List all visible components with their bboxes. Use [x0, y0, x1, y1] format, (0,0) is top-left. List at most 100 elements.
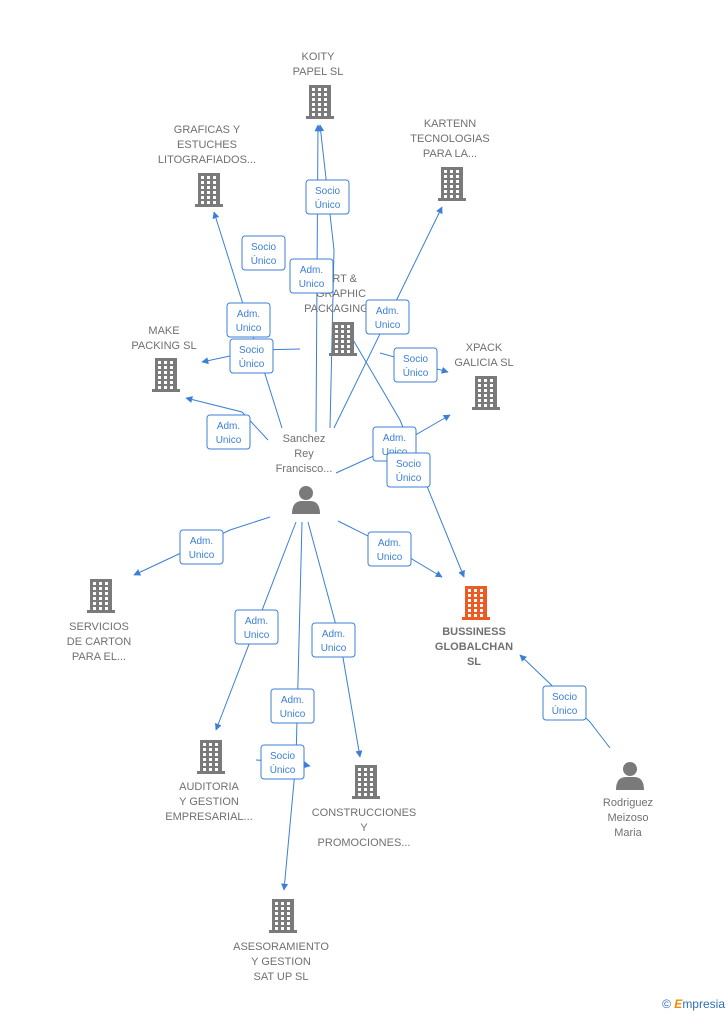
- node-label-graficas: LITOGRAFIADOS...: [158, 154, 256, 166]
- node-label-servicios: DE CARTON: [67, 636, 131, 648]
- building-icon[interactable]: [352, 765, 380, 799]
- relation-edge-8: [351, 337, 465, 578]
- node-label-kartenn: KARTENN: [424, 118, 476, 130]
- relation-badge[interactable]: Adm. Unico: [206, 414, 251, 450]
- badge-label: Socio: [396, 459, 421, 470]
- node-label-bussiness: GLOBALCHAN: [435, 641, 513, 653]
- node-label-graficas: GRAFICAS Y: [174, 124, 241, 136]
- node-label-asesoramiento: Y GESTION: [251, 956, 311, 968]
- relation-badge[interactable]: Adm. Unico: [289, 258, 334, 294]
- badge-label: Único: [270, 763, 296, 776]
- badge-label: Unico: [299, 279, 325, 290]
- badge-label: Adm.: [322, 629, 345, 640]
- node-label-make: PACKING SL: [131, 340, 196, 352]
- node-label-kartenn: PARA LA...: [423, 148, 477, 160]
- building-icon[interactable]: [269, 899, 297, 933]
- node-label-xpack: XPACK: [466, 342, 503, 354]
- relation-badge[interactable]: Adm. Unico: [270, 688, 315, 724]
- badge-label: Socio: [251, 242, 276, 253]
- building-icon[interactable]: [306, 85, 334, 119]
- building-icon[interactable]: [195, 173, 223, 207]
- relation-badge[interactable]: Adm.Unico: [179, 529, 224, 565]
- node-label-servicios: SERVICIOS: [69, 621, 129, 633]
- relation-edge-1: [317, 124, 335, 429]
- node-construcciones[interactable]: CONSTRUCCIONESYPROMOCIONES...: [312, 765, 417, 849]
- node-label-servicios: PARA EL...: [72, 651, 126, 663]
- node-label-kartenn: TECNOLOGIAS: [410, 133, 489, 145]
- building-icon[interactable]: [87, 579, 115, 613]
- node-label-graficas: ESTUCHES: [177, 139, 237, 151]
- badge-label: Socio: [315, 186, 340, 197]
- node-label-make: MAKE: [148, 325, 179, 337]
- node-label-sanchez: Rey: [294, 448, 314, 460]
- badge-label: Único: [239, 357, 265, 370]
- node-servicios[interactable]: SERVICIOS DE CARTON PARA EL...: [67, 579, 131, 663]
- badge-label: Socio: [270, 751, 295, 762]
- badge-label: Único: [251, 254, 277, 267]
- node-kartenn[interactable]: KARTENN TECNOLOGIAS PARA LA...: [410, 118, 490, 201]
- building-icon[interactable]: [197, 740, 225, 774]
- node-label-art: PACKAGING...: [304, 303, 378, 315]
- badge-label: Unico: [216, 435, 242, 446]
- badge-label: Único: [552, 704, 578, 717]
- copyright-symbol: ©: [662, 997, 671, 1011]
- person-icon[interactable]: [292, 486, 320, 514]
- relation-badge[interactable]: Adm.Unico: [367, 531, 412, 567]
- building-icon[interactable]: [438, 167, 466, 201]
- node-koity[interactable]: KOITY PAPEL SL: [293, 51, 344, 119]
- relation-badge[interactable]: Adm.Unico: [311, 622, 356, 658]
- node-label-koity: PAPEL SL: [293, 66, 344, 78]
- badge-label: Adm.: [300, 265, 323, 276]
- building-icon[interactable]: [329, 322, 357, 356]
- building-icon[interactable]: [462, 586, 490, 620]
- node-label-sanchez: Francisco...: [276, 463, 333, 475]
- node-graficas[interactable]: GRAFICAS Y ESTUCHES LITOGRAFIADOS...: [158, 124, 256, 207]
- badge-label: Único: [403, 366, 429, 379]
- badge-label: Socio: [403, 354, 428, 365]
- badge-label: Adm.: [217, 421, 240, 432]
- node-label-koity: KOITY: [301, 51, 335, 63]
- badge-label: Adm.: [376, 306, 399, 317]
- node-sanchez[interactable]: SanchezReyFrancisco...: [276, 433, 333, 514]
- node-label-construcciones: CONSTRUCCIONES: [312, 807, 417, 819]
- empresia-logo: © Empresia: [662, 997, 725, 1011]
- badge-label: Adm.: [383, 433, 406, 444]
- badge-label: Unico: [280, 709, 306, 720]
- person-icon[interactable]: [616, 762, 644, 790]
- relation-edge-5: [185, 396, 269, 441]
- relation-badge[interactable]: Adm. Unico: [365, 299, 410, 335]
- node-label-asesoramiento: SAT UP SL: [253, 971, 308, 983]
- badge-label: Unico: [236, 323, 262, 334]
- building-icon[interactable]: [152, 358, 180, 392]
- node-label-auditoria: Y GESTION: [179, 796, 239, 808]
- brand-name: mpresia: [682, 997, 725, 1011]
- badge-label: Adm.: [281, 695, 304, 706]
- badge-label: Socio: [552, 692, 577, 703]
- node-make[interactable]: MAKE PACKING SL: [131, 325, 197, 392]
- badge-label: Unico: [244, 630, 270, 641]
- building-icon[interactable]: [472, 376, 500, 410]
- badge-label: Unico: [377, 552, 403, 563]
- relation-badge[interactable]: Adm.Unico: [226, 302, 271, 338]
- node-label-sanchez: Sanchez: [283, 433, 326, 445]
- node-label-construcciones: PROMOCIONES...: [318, 837, 411, 849]
- node-label-auditoria: AUDITORIA: [179, 781, 239, 793]
- relation-badge[interactable]: Adm.Unico: [234, 609, 279, 645]
- node-label-rodriguez: Meizoso: [608, 812, 649, 824]
- badge-label: Unico: [375, 320, 401, 331]
- badge-label: Adm.: [190, 536, 213, 547]
- node-label-bussiness: BUSSINESS: [442, 626, 506, 638]
- badge-label: Único: [396, 471, 422, 484]
